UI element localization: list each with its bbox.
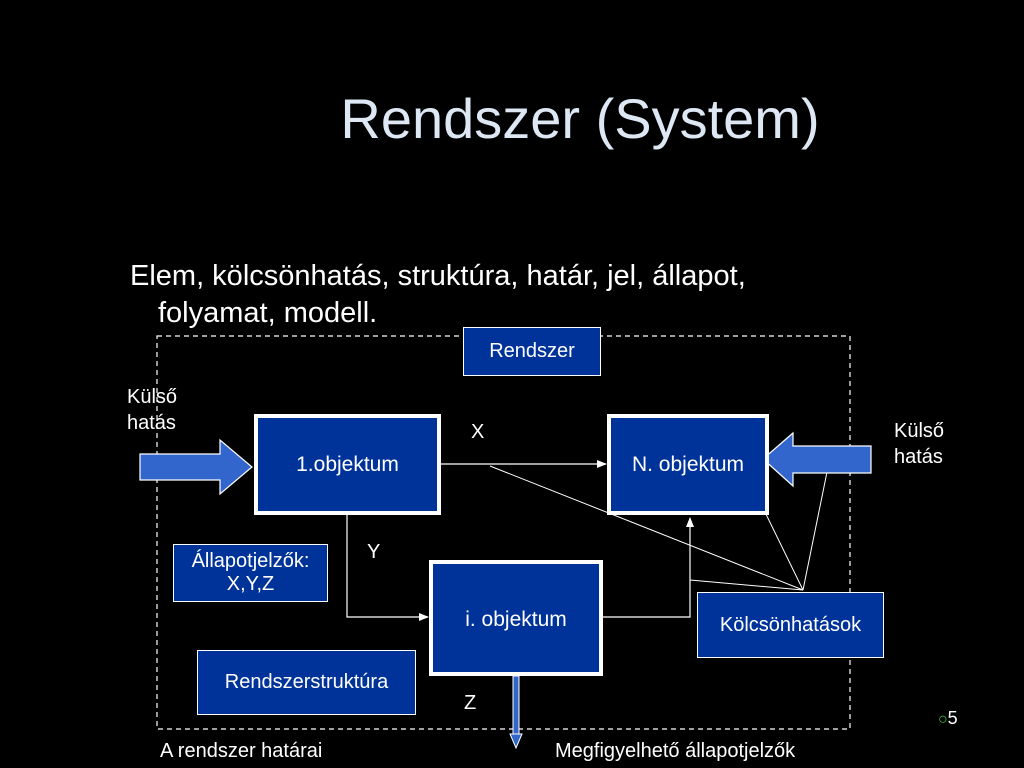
external-effect-left-line-1: Külső <box>127 386 178 408</box>
interaction-line-1 <box>489 465 804 591</box>
signal-z-label: Z <box>464 692 477 714</box>
z-output-arrow-head <box>509 733 523 750</box>
state-indicators-line-1: Állapotjelzők: <box>191 550 310 572</box>
state-indicators-box: Állapotjelzők: X,Y,Z <box>173 544 328 602</box>
page-number-value: 5 <box>947 708 958 728</box>
page-marker-icon: ○ <box>938 711 948 728</box>
object-i-box: i. objektum <box>429 560 603 676</box>
external-effect-left-line-2: hatás <box>127 412 176 434</box>
interaction-line-2 <box>689 579 804 591</box>
interactions-box: Kölcsönhatások <box>697 592 884 658</box>
external-effect-right-line-2: hatás <box>894 446 943 468</box>
bullet-text: Elem, kölcsönhatás, struktúra, határ, je… <box>130 258 890 332</box>
object-n-box: N. objektum <box>607 414 769 515</box>
signal-y-label: Y <box>367 541 381 563</box>
bullet-line-2: folyamat, modell. <box>158 297 378 329</box>
boundary-caption: A rendszer határai <box>160 740 323 762</box>
arrow-y <box>346 514 429 621</box>
object-1-box: 1.objektum <box>254 414 441 515</box>
bullet-line-1: Elem, kölcsönhatás, struktúra, határ, je… <box>130 260 746 292</box>
external-arrow-left <box>139 438 253 496</box>
external-arrow-right <box>762 431 872 488</box>
interaction-line-3 <box>762 507 804 591</box>
z-output-arrow-shaft <box>512 675 520 735</box>
signal-x-label: X <box>471 421 485 443</box>
interaction-line-4 <box>802 471 828 591</box>
slide-title: Rendszer (System) <box>340 87 820 150</box>
page-number: ○5 <box>938 708 958 729</box>
state-indicators-line-2: X,Y,Z <box>226 573 275 595</box>
observable-caption: Megfigyelhető állapotjelzők <box>555 740 796 762</box>
structure-box: Rendszerstruktúra <box>197 650 416 715</box>
external-effect-left-label: Külső hatás <box>127 384 177 436</box>
arrow-i-to-n <box>602 517 694 618</box>
external-effect-right-label: Külső hatás <box>894 418 944 470</box>
external-effect-right-line-1: Külső <box>894 420 945 442</box>
system-label-box: Rendszer <box>463 327 601 376</box>
